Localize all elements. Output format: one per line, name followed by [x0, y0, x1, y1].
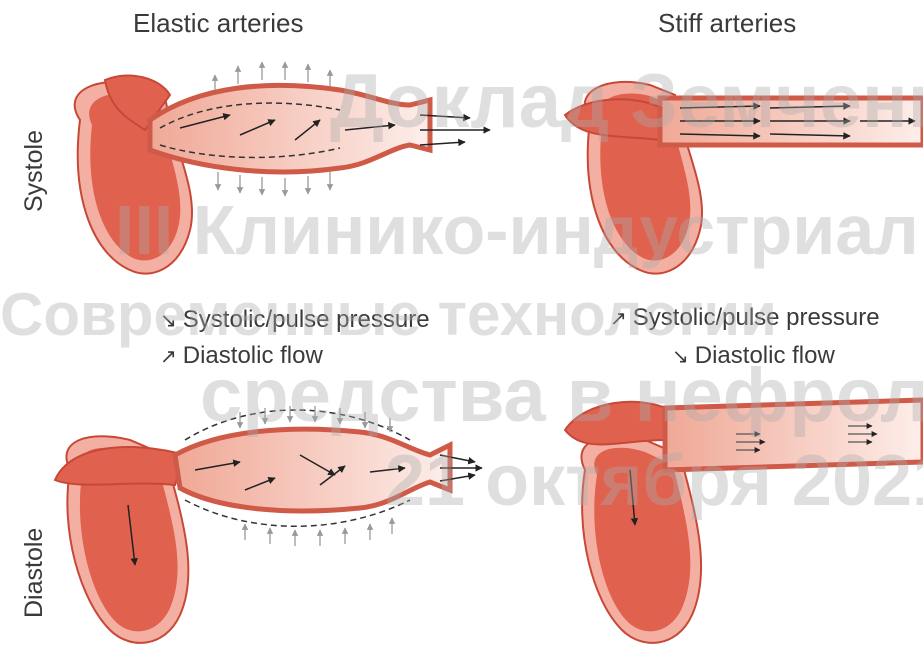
systole-row-label: Systole [20, 130, 49, 212]
increase-arrow-icon: ↗ [610, 308, 627, 330]
stiff-systole-vessel [660, 98, 923, 145]
stiff-flow-label: Diastolic flow [695, 342, 835, 369]
elastic-diastole-heart [55, 436, 188, 643]
decrease-arrow-icon: ↘ [160, 310, 177, 332]
stiff-pressure-effect: ↗ Systolic/pulse pressure [610, 304, 923, 332]
elastic-flow-label: Diastolic flow [183, 342, 323, 369]
elastic-systole-vessel [150, 62, 490, 196]
diastole-row-label: Diastole [20, 528, 49, 618]
elastic-diastole-vessel [175, 406, 482, 546]
elastic-pressure-label: Systolic/pulse pressure [183, 306, 430, 333]
elastic-arteries-title: Elastic arteries [133, 8, 304, 39]
stiff-arteries-title: Stiff arteries [658, 8, 796, 39]
stiff-diastole-vessel [665, 400, 923, 470]
stiff-flow-effect: ↘ Diastolic flow [672, 342, 835, 370]
elastic-flow-effect: ↗ Diastolic flow [160, 342, 323, 370]
elastic-pressure-effect: ↘ Systolic/pulse pressure [160, 306, 430, 334]
increase-arrow-icon: ↗ [160, 346, 177, 368]
decrease-arrow-icon: ↘ [672, 346, 689, 368]
stiff-pressure-label: Systolic/pulse pressure [633, 304, 880, 331]
